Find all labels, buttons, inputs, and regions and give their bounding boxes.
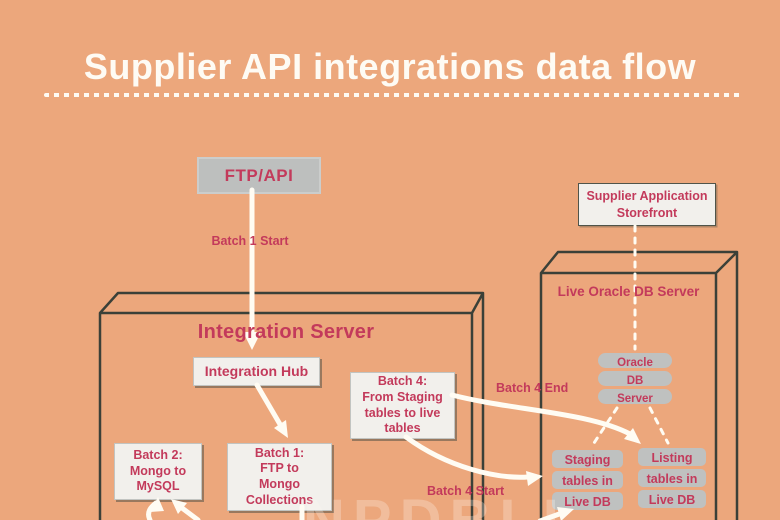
dashed-oracle-to-listing — [648, 406, 670, 445]
oracle-db-label: Oracle DB Server — [617, 357, 653, 405]
integration-server-cube — [98, 291, 485, 520]
oracle-db-cylinder-icon — [598, 353, 672, 404]
listing-tables-label: Listing tables in Live DB — [646, 451, 698, 507]
live-oracle-db-title: Live Oracle DB Server — [557, 284, 700, 299]
ftp-api-label: FTP/API — [224, 165, 294, 185]
batch4-label: Batch 4: From Staging tables to live tab… — [362, 374, 443, 436]
integration-hub-node: Integration Hub — [193, 357, 320, 386]
batch4-end-label: Batch 4 End — [496, 381, 569, 395]
staging-tables-icon — [552, 450, 623, 510]
ftp-api-node: FTP/API — [197, 157, 321, 194]
batch2-label: Batch 2: Mongo to MySQL — [129, 448, 187, 494]
title-dashed-rule — [44, 93, 743, 97]
batch1-node: Batch 1: FTP to Mongo Collections — [227, 443, 332, 511]
staging-tables-label: Staging tables in Live DB — [562, 453, 613, 509]
supplier-storefront-node: Supplier Application Storefront — [578, 183, 716, 226]
batch1-start-label: Batch 1 Start — [211, 234, 289, 248]
integration-server-title: Integration Server — [197, 321, 375, 343]
arrowheads — [150, 332, 641, 520]
batch1-label: Batch 1: FTP to Mongo Collections — [245, 445, 314, 507]
arrow-batch4-start — [403, 434, 531, 480]
batch4-node: Batch 4: From Staging tables to live tab… — [350, 372, 455, 439]
arrow-hub-to-batch1 — [254, 382, 284, 429]
dashed-oracle-to-staging — [592, 406, 619, 445]
page-title: Supplier API integrations data flow — [83, 46, 697, 87]
live-oracle-db-cube — [539, 250, 739, 520]
batch2-node: Batch 2: Mongo to MySQL — [114, 443, 202, 500]
batch4-start-label: Batch 4 Start — [427, 484, 505, 498]
supplier-storefront-label: Supplier Application Storefront — [586, 189, 708, 220]
integration-hub-label: Integration Hub — [204, 362, 309, 379]
arrow-batch4-end — [449, 392, 633, 437]
listing-tables-icon — [638, 448, 706, 508]
watermark-text: NPDBLL — [303, 487, 586, 520]
